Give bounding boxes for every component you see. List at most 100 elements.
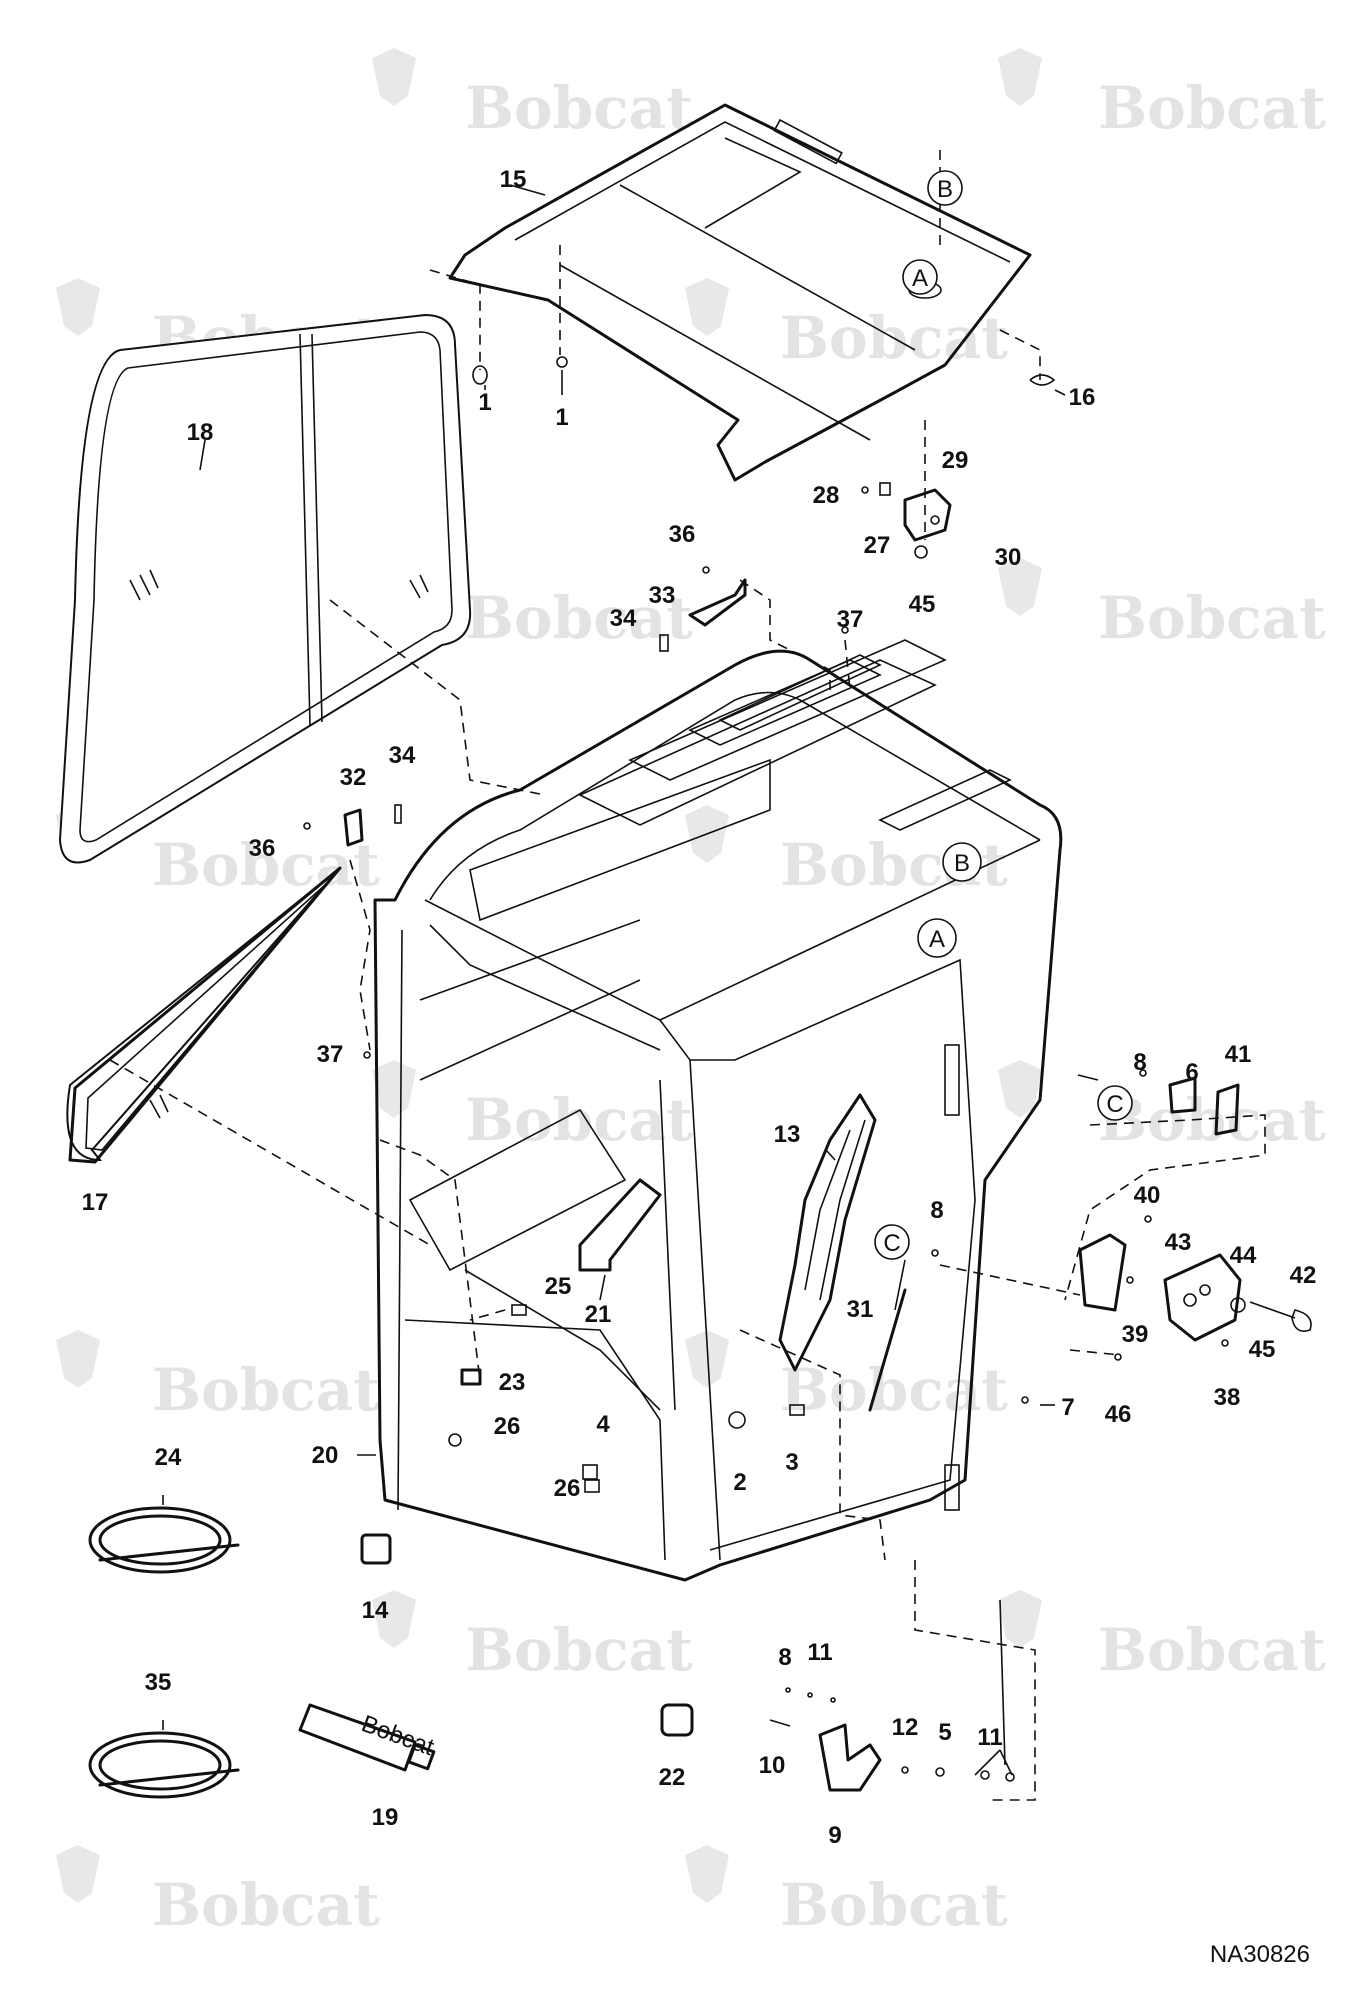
watermark: Bobcat bbox=[56, 1330, 380, 1424]
corner-glass-part bbox=[66, 866, 342, 1164]
nut-11a bbox=[807, 1692, 813, 1698]
part-label-19: 19 bbox=[372, 1804, 399, 1831]
part-label-1b: 1 bbox=[555, 404, 568, 431]
part-label-3: 3 bbox=[785, 1449, 798, 1476]
sealant-tube-19-part: Bobcat bbox=[298, 1703, 438, 1772]
washer-2 bbox=[728, 1411, 746, 1429]
watermark-layer: Bobcat Bobcat Bobcat Bobcat Bobcat Bobca… bbox=[56, 48, 1326, 1939]
watermark: Bobcat bbox=[998, 1060, 1326, 1154]
svg-text:Bobcat: Bobcat bbox=[465, 1086, 693, 1154]
svg-text:Bobcat: Bobcat bbox=[152, 831, 380, 899]
figure-id: NA30826 bbox=[1210, 1941, 1310, 1968]
svg-text:Bobcat: Bobcat bbox=[465, 584, 693, 652]
plug-1a bbox=[472, 365, 488, 385]
part-label-44: 44 bbox=[1230, 1242, 1257, 1269]
latch-41-part bbox=[1214, 1083, 1240, 1136]
part-label-13: 13 bbox=[774, 1121, 801, 1148]
svg-text:Bobcat: Bobcat bbox=[465, 74, 693, 142]
bushing-25 bbox=[511, 1304, 527, 1316]
part-label-20: 20 bbox=[312, 1442, 339, 1469]
part-label-37a: 37 bbox=[837, 606, 864, 633]
part-label-31: 31 bbox=[847, 1296, 874, 1323]
watermark: Bobcat bbox=[56, 1845, 380, 1939]
svg-text:Bobcat: Bobcat bbox=[780, 1871, 1008, 1939]
seal-35-part bbox=[88, 1731, 240, 1799]
sliding-window-part bbox=[58, 313, 472, 864]
screw-46 bbox=[1114, 1353, 1122, 1361]
callout-A-top: A bbox=[902, 259, 938, 295]
hinge-29-part bbox=[903, 488, 952, 542]
part-label-45a: 45 bbox=[909, 591, 936, 618]
part-label-32: 32 bbox=[340, 764, 367, 791]
part-label-34b: 34 bbox=[389, 742, 416, 769]
part-label-35: 35 bbox=[145, 1669, 172, 1696]
part-label-14: 14 bbox=[362, 1597, 389, 1624]
part-label-34a: 34 bbox=[610, 605, 637, 632]
part-label-9: 9 bbox=[828, 1822, 841, 1849]
part-label-8c: 8 bbox=[778, 1644, 791, 1671]
watermark: Bobcat bbox=[685, 1845, 1008, 1939]
part-label-10: 10 bbox=[759, 1752, 786, 1779]
callout-B-frame: B bbox=[942, 842, 982, 882]
nut-30 bbox=[930, 515, 940, 525]
part-label-8b: 8 bbox=[930, 1197, 943, 1224]
part-label-22: 22 bbox=[659, 1764, 686, 1791]
bracket-32-part bbox=[343, 808, 364, 847]
callout-B-top: B bbox=[927, 170, 963, 206]
nut-37b bbox=[363, 1051, 371, 1059]
part-label-40: 40 bbox=[1134, 1182, 1161, 1209]
spacer-23-part bbox=[460, 1368, 482, 1386]
part-label-42: 42 bbox=[1290, 1262, 1317, 1289]
part-label-2: 2 bbox=[733, 1469, 746, 1496]
watermark: Bobcat bbox=[372, 48, 693, 142]
svg-text:Bobcat: Bobcat bbox=[1098, 1616, 1326, 1684]
plug-26a bbox=[448, 1433, 462, 1447]
svg-text:Bobcat: Bobcat bbox=[1098, 584, 1326, 652]
pin-34a bbox=[659, 634, 669, 652]
svg-text:Bobcat: Bobcat bbox=[152, 1356, 380, 1424]
part-label-5: 5 bbox=[938, 1719, 951, 1746]
part-label-1a: 1 bbox=[478, 389, 491, 416]
nut-37a bbox=[841, 626, 849, 634]
tube-brand-text: Bobcat bbox=[358, 1710, 438, 1761]
part-label-25: 25 bbox=[545, 1273, 572, 1300]
nut-11c bbox=[980, 1770, 990, 1780]
part-label-23: 23 bbox=[499, 1369, 526, 1396]
stud-3 bbox=[789, 1404, 805, 1416]
part-label-38: 38 bbox=[1214, 1384, 1241, 1411]
screw-36a bbox=[702, 566, 710, 574]
part-label-18: 18 bbox=[187, 419, 214, 446]
part-label-46: 46 bbox=[1105, 1401, 1132, 1428]
part-label-39: 39 bbox=[1122, 1321, 1149, 1348]
spring-10 bbox=[769, 1719, 791, 1727]
part-label-26b: 26 bbox=[554, 1475, 581, 1502]
latch-6-part bbox=[1168, 1076, 1197, 1114]
part-label-29: 29 bbox=[942, 447, 969, 474]
plug-16 bbox=[1029, 374, 1056, 386]
screw-8b bbox=[1139, 1069, 1147, 1077]
nut-4 bbox=[582, 1464, 598, 1480]
watermark: Bobcat bbox=[372, 1060, 693, 1154]
callout-A-frame: A bbox=[917, 918, 957, 958]
svg-text:Bobcat: Bobcat bbox=[1098, 1086, 1326, 1154]
handle-44-part bbox=[1163, 1253, 1242, 1342]
watermark: Bobcat bbox=[685, 278, 1008, 372]
part-label-28: 28 bbox=[813, 482, 840, 509]
part-label-45b: 45 bbox=[1249, 1336, 1276, 1363]
seal-24-part bbox=[88, 1506, 240, 1574]
part-label-33: 33 bbox=[649, 582, 676, 609]
screw-39 bbox=[1126, 1276, 1134, 1284]
assembly-lines bbox=[109, 150, 1266, 1801]
part-label-21: 21 bbox=[585, 1301, 612, 1328]
clip-27 bbox=[879, 482, 891, 496]
screw-28 bbox=[861, 486, 869, 494]
svg-text:Bobcat: Bobcat bbox=[152, 1871, 380, 1939]
part-label-7: 7 bbox=[1061, 1394, 1074, 1421]
plug-1b bbox=[556, 356, 568, 368]
hardware-layer bbox=[303, 356, 1312, 1782]
part-label-24: 24 bbox=[155, 1444, 182, 1471]
watermark: Bobcat bbox=[998, 48, 1326, 142]
screw-7 bbox=[1021, 1396, 1029, 1404]
nut-45a bbox=[914, 545, 928, 559]
bracket-9-part bbox=[818, 1723, 882, 1792]
